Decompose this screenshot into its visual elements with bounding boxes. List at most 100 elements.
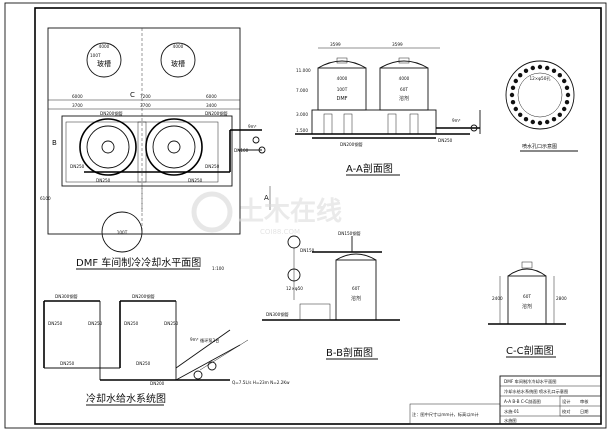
sys-label-8: DN250 xyxy=(136,361,151,366)
plan-tank-label-left: 玻槽 xyxy=(97,59,111,68)
spray-label: 12×φ50孔 xyxy=(529,75,551,82)
plan-pipe-g: DN250 xyxy=(188,178,203,183)
aa-pump-label: 9m³ xyxy=(452,118,461,123)
plan-tank-right xyxy=(160,42,196,78)
plan-dim-left: 6100 xyxy=(40,196,51,201)
plan-pipe-f: DN250 xyxy=(96,178,111,183)
aa-pipe2: DN250 xyxy=(438,138,453,143)
outer-frame xyxy=(4,2,607,429)
spray-hole xyxy=(564,85,570,91)
aa-tank-1-cap: 100T xyxy=(337,87,348,92)
tb-project: DMF 车间制冷冷却水平面图 xyxy=(504,378,556,385)
spray-hole xyxy=(545,65,550,71)
plan-dim-f: 3400 xyxy=(206,103,217,108)
spray-hole xyxy=(557,73,562,78)
aa-tank-2-cap: 60T xyxy=(400,87,408,92)
aa-elev-2: 7.000 xyxy=(296,88,308,93)
plan-tower-right xyxy=(145,118,203,176)
spray-hole xyxy=(551,117,557,122)
spray-hole xyxy=(510,100,516,105)
spray-hole xyxy=(562,78,567,84)
bb-label-1: DN150 xyxy=(300,248,315,253)
spray-hole xyxy=(537,64,543,70)
bb-circle-top xyxy=(287,235,301,249)
aa-elev-4: 1.500 xyxy=(296,128,308,133)
tb-note: 注：图中尺寸以mm计，标高以m计 xyxy=(412,411,479,418)
cc-dim-1: 2400 xyxy=(492,296,503,301)
spray-hole xyxy=(513,106,518,112)
plan-lower-tank xyxy=(101,211,143,253)
plan-axis-a: A xyxy=(264,194,269,202)
spray-hole xyxy=(557,112,562,118)
sys-pump-label: 9m³ xyxy=(190,337,199,342)
sys-formula: Q=7.5L/s H=23m N=2.2Kw xyxy=(232,380,290,385)
plan-pipe-d: DN200钢管 xyxy=(205,110,228,117)
plan-dim-a: 6000 xyxy=(72,94,83,99)
inner-frame xyxy=(34,7,602,425)
plan-axis-b: B xyxy=(52,139,57,147)
plan-tower-left xyxy=(79,118,137,176)
plan-view: 4000 4000 玻槽 玻槽 100T 6000 7200 6000 3700… xyxy=(40,27,271,271)
spray-title: 喷水孔口示意图 xyxy=(522,143,557,150)
cc-tank-name: 溶剂 xyxy=(522,303,532,310)
spray-hole xyxy=(523,117,529,122)
spray-hole xyxy=(551,68,557,74)
bb-label-3: DN300钢管 xyxy=(266,311,289,318)
sys-label-5: DN250 xyxy=(124,321,139,326)
spray-hole xyxy=(562,106,567,112)
spray-hole xyxy=(537,120,543,126)
spray-hole xyxy=(564,100,570,105)
sys-label-1: DN300钢管 xyxy=(55,293,78,300)
section-aa: 3599 3599 4000 100T DMF 4000 60T 溶剂 9m³ … xyxy=(295,42,481,176)
spray-hole xyxy=(523,68,529,74)
sys-label-6: DN250 xyxy=(164,321,179,326)
cc-title: C-C剖面图 xyxy=(506,344,554,357)
spray-holes-diagram: 12×φ50孔 喷水孔口示意图 xyxy=(505,60,578,152)
spray-hole xyxy=(545,119,550,125)
aa-dim-1: 3599 xyxy=(330,42,341,47)
aa-tank-1-size: 4000 xyxy=(337,76,348,81)
watermark: 土木在线 COI88.COM xyxy=(191,191,342,236)
plan-pipe-b: DN250 xyxy=(70,164,85,169)
bb-pipe: DN150钢管 xyxy=(338,230,361,237)
sys-label-9: DN200 xyxy=(150,381,165,386)
aa-elev-1: 11.000 xyxy=(296,68,311,73)
plan-lower-tank-label: 100T xyxy=(117,230,128,235)
spray-hole xyxy=(513,78,518,84)
plan-dim-b: 7200 xyxy=(140,94,151,99)
section-bb: DN150 12×φ50 60T 溶剂 DN150钢管 DN300钢管 B-B剖… xyxy=(262,230,400,360)
plan-tank-left xyxy=(86,42,122,78)
spray-hole xyxy=(509,92,515,98)
sys-label-7: DN250 xyxy=(60,361,75,366)
sys-label-3: DN250 xyxy=(48,321,63,326)
plan-tank-size-right: 4000 xyxy=(173,44,184,49)
system-diagram: DN300钢管 DN200钢管 DN250 DN250 DN250 DN250 … xyxy=(43,293,290,406)
bb-label-2: 12×φ50 xyxy=(286,286,303,291)
plan-dim-d: 3700 xyxy=(72,103,83,108)
aa-tank-2-size: 4000 xyxy=(399,76,410,81)
tb-footer: 水施图 xyxy=(504,417,517,424)
sys-label-4: DN250 xyxy=(88,321,103,326)
sys-title: 冷却水给水系统图 xyxy=(86,392,166,405)
plan-pump-left xyxy=(252,136,260,144)
watermark-text: 土木在线 xyxy=(238,197,342,227)
tb-field-4: 日期 xyxy=(580,409,588,415)
spray-hole xyxy=(530,119,535,125)
aa-pump xyxy=(470,124,478,132)
bb-title: B-B剖面图 xyxy=(326,346,373,359)
spray-hole xyxy=(518,73,523,78)
cc-dim-2: 2800 xyxy=(556,296,567,301)
tb-field-1: 设计 xyxy=(562,398,570,405)
spray-hole xyxy=(530,65,535,71)
plan-pipe-c: DN250 xyxy=(205,164,220,169)
tb-field-3: 校对 xyxy=(562,408,570,415)
plan-tank-small: 100T xyxy=(90,53,101,58)
cc-tank xyxy=(507,275,547,325)
tb-content-1: 冷却水给水系统图 喷水孔口示意图 xyxy=(504,388,568,395)
plan-dim-e: 3700 xyxy=(140,103,151,108)
spray-hole xyxy=(518,112,523,118)
bb-tank-cap: 60T xyxy=(352,286,360,291)
plan-tank-size-left: 4000 xyxy=(99,44,110,49)
sys-pump-2 xyxy=(207,361,217,371)
plan-pump-right xyxy=(258,146,266,154)
